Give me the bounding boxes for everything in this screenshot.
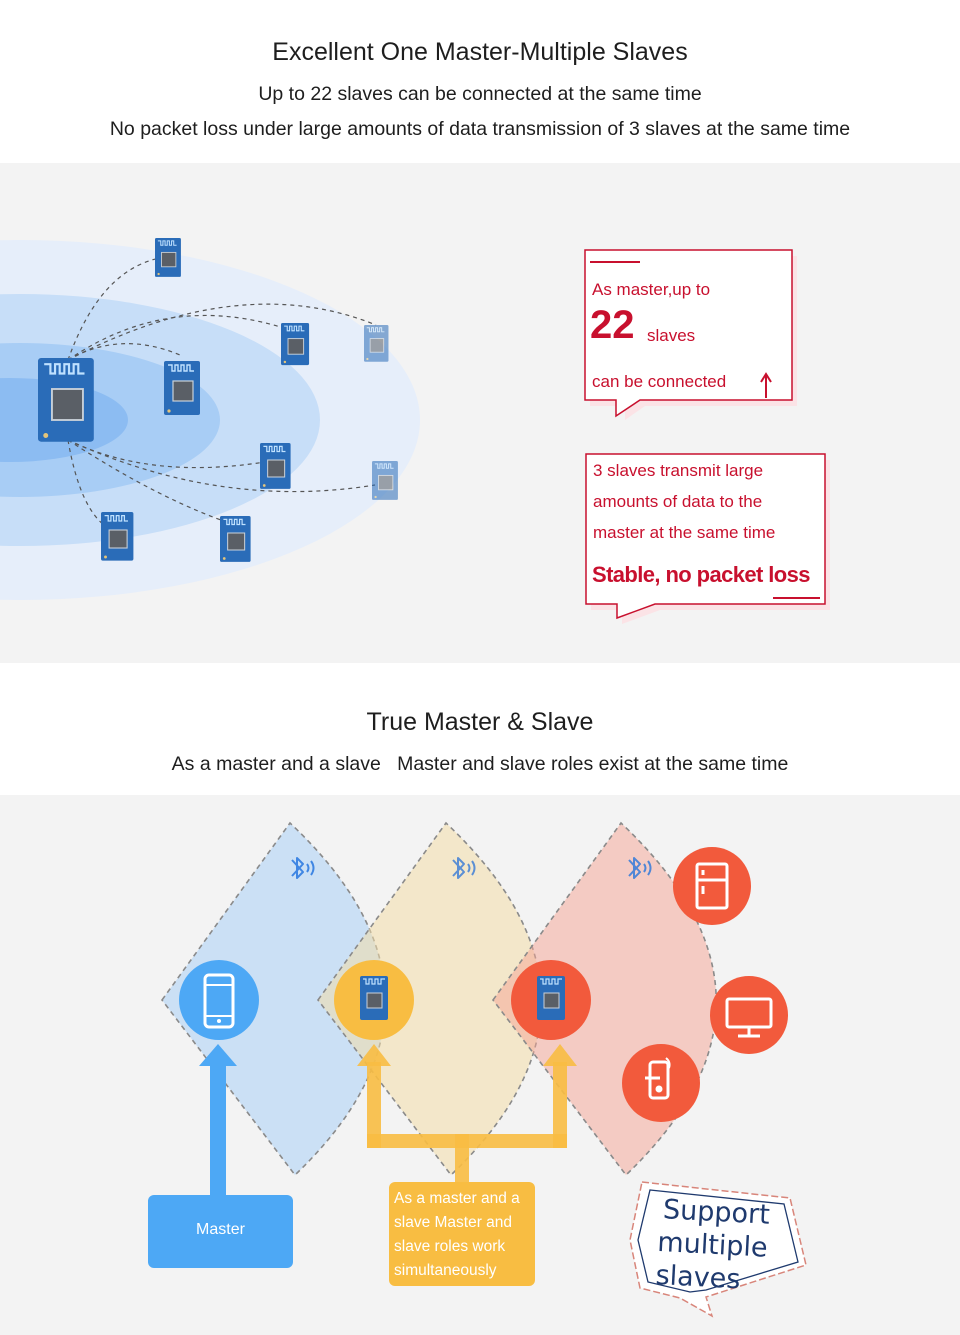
bluetooth-module-icon	[360, 976, 388, 1020]
section2-subtitle: As a master and a slave Master and slave…	[171, 753, 789, 775]
section1-title: Excellent One Master-Multiple Slaves	[272, 38, 688, 66]
dual-role-label-line: As a master and a	[394, 1190, 520, 1207]
card2-line3: master at the same time	[593, 523, 776, 542]
connection-lines	[67, 257, 377, 529]
master-arrow	[210, 1062, 226, 1197]
bluetooth-module-icon	[537, 976, 565, 1020]
master-label: Master	[196, 1221, 245, 1238]
monitor-node	[710, 976, 788, 1054]
smart-lock-icon	[645, 1057, 671, 1100]
card2-emphasis: Stable, no packet loss	[592, 562, 810, 587]
card1-line1: As master,up to	[592, 280, 711, 299]
dual-role-label: As a master and a slave Master and slave…	[394, 1187, 534, 1283]
smartphone-icon	[203, 973, 235, 1029]
card1-line3: can be connected	[592, 372, 727, 391]
section1-subtitle-1: Up to 22 slaves can be connected at the …	[258, 83, 702, 105]
dual-role-label-line: simultaneously	[394, 1262, 497, 1279]
section1-subtitle-2: No packet loss under large amounts of da…	[109, 118, 851, 140]
refrigerator-node	[673, 847, 751, 925]
dual-role-label-box	[389, 1182, 535, 1286]
card1-number: 22	[590, 303, 635, 347]
card2-line1: 3 slaves transmit large	[593, 461, 764, 480]
dual-role-label-line: slave roles work	[394, 1238, 506, 1255]
dual-role-label-line: slave Master and	[394, 1214, 513, 1231]
callout-card-2	[585, 453, 830, 624]
support-label-line: slaves	[654, 1259, 742, 1296]
support-label: Support multiple slaves	[655, 1193, 771, 1298]
smart-lock-node	[622, 1044, 700, 1122]
card1-unit: slaves	[647, 326, 696, 345]
dual-role-arrows	[357, 1044, 577, 1182]
monitor-icon	[725, 997, 773, 1038]
support-bubble	[629, 1181, 807, 1318]
refrigerator-icon	[695, 862, 729, 910]
section2-title: True Master & Slave	[366, 708, 594, 736]
card2-line2: amounts of data to the	[593, 492, 763, 511]
callout-card-1	[584, 249, 797, 420]
master-phone-node	[179, 960, 259, 1040]
master-label-box	[148, 1195, 293, 1268]
